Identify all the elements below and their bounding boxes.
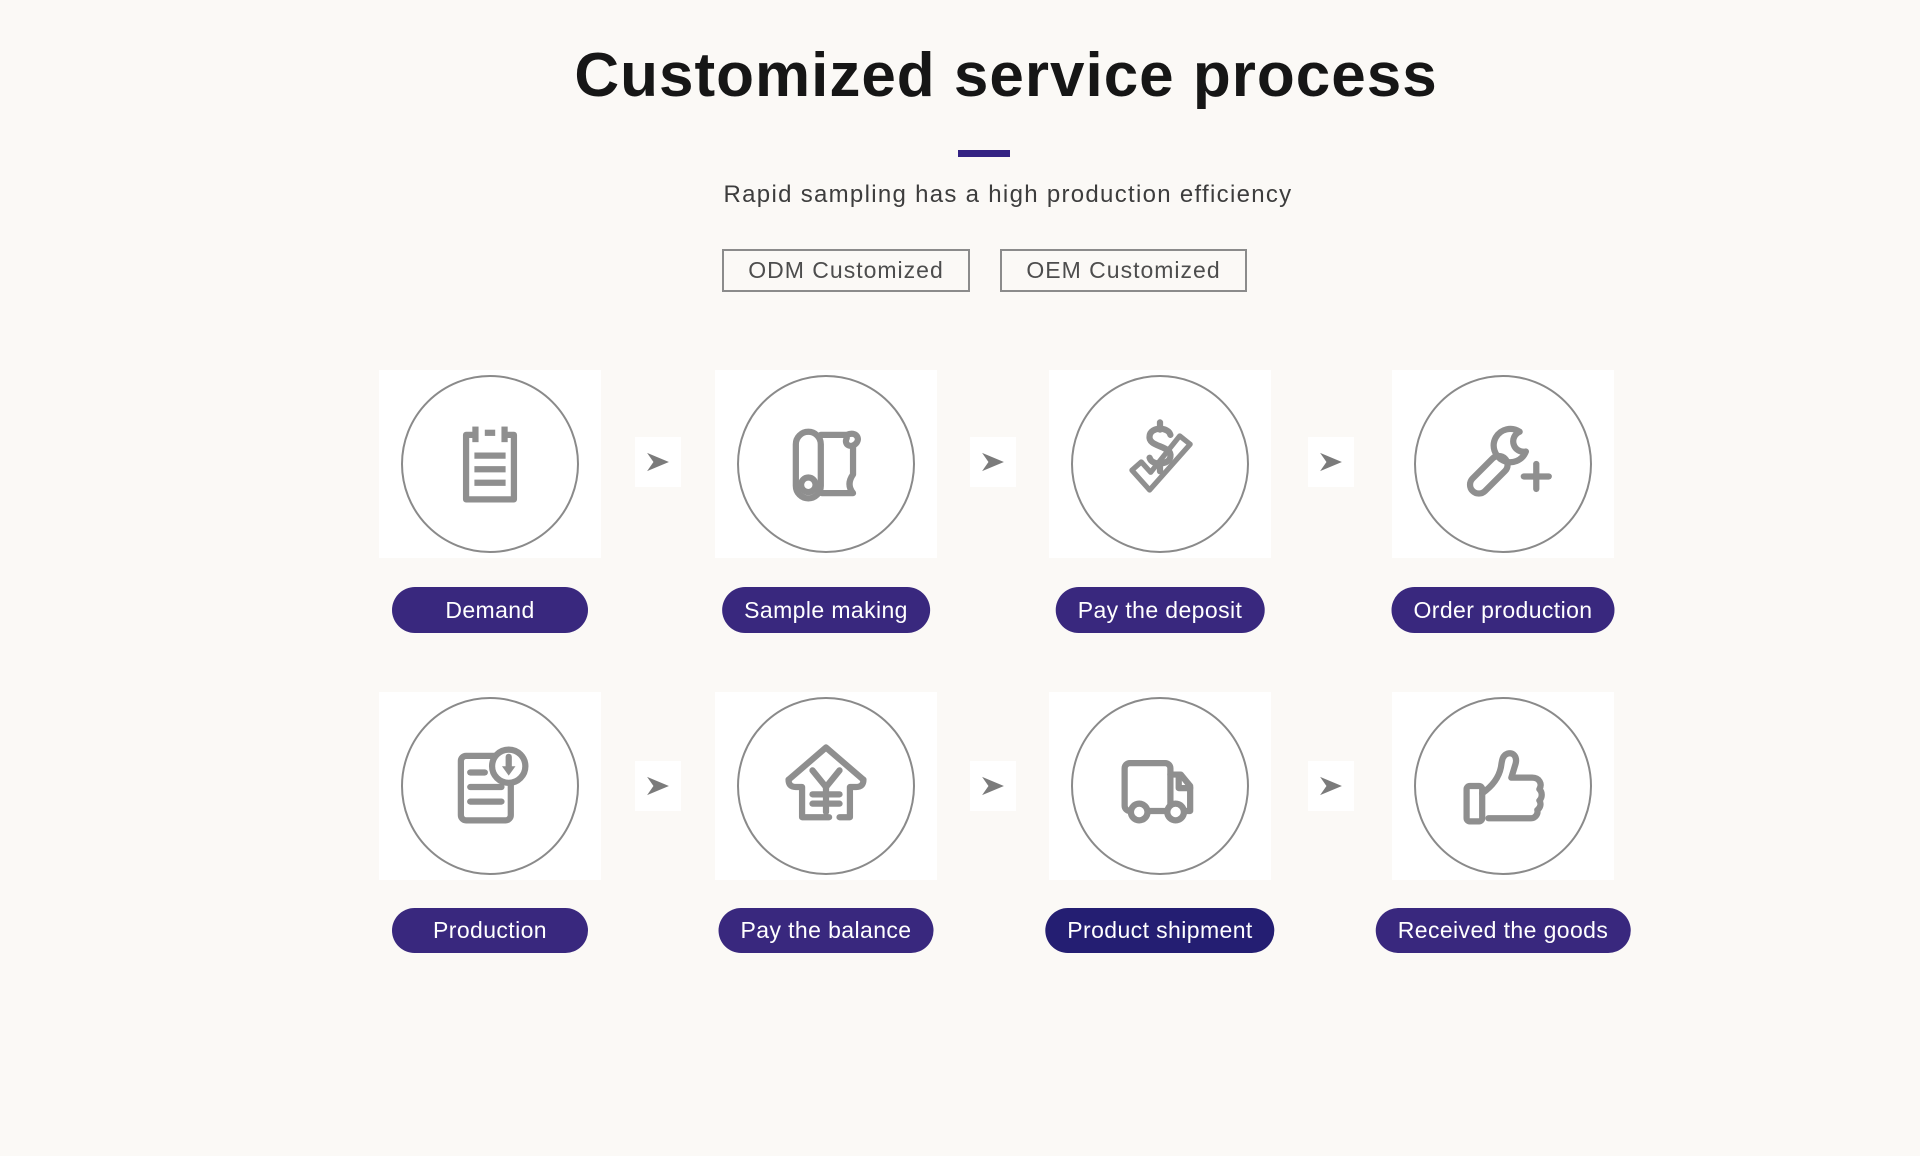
step-label-pill: Production	[392, 908, 588, 953]
step-circle	[1071, 697, 1249, 875]
step-card	[715, 692, 937, 880]
clipboard-icon	[462, 426, 518, 503]
step-label-pill: Demand	[392, 587, 588, 633]
title-divider	[958, 150, 1010, 157]
thumbs-up-icon	[1463, 750, 1545, 825]
arrow-tile	[1308, 761, 1354, 811]
step-circle	[737, 375, 915, 553]
step-circle	[737, 697, 915, 875]
oem-customized-button[interactable]: OEM Customized	[1000, 249, 1247, 292]
step-card	[1392, 692, 1614, 880]
chevron-right-arrow-icon	[1320, 452, 1342, 472]
truck-icon	[1121, 760, 1194, 824]
step-card	[379, 692, 601, 880]
blueprint-scroll-icon	[792, 428, 861, 502]
wrench-plus-icon	[1466, 425, 1552, 497]
step-label-pill: Product shipment	[1045, 908, 1275, 953]
step-circle	[401, 375, 579, 553]
step-label-pill: Pay the balance	[718, 908, 934, 953]
chevron-right-arrow-icon	[982, 452, 1004, 472]
arrow-tile	[970, 437, 1016, 487]
arrow-tile	[635, 761, 681, 811]
page-subtitle: Rapid sampling has a high production eff…	[723, 181, 1293, 208]
step-card	[379, 370, 601, 558]
step-label-pill: Sample making	[722, 587, 930, 633]
chevron-right-arrow-icon	[647, 776, 669, 796]
chevron-right-arrow-icon	[1320, 776, 1342, 796]
step-label-pill: Received the goods	[1375, 908, 1631, 953]
step-label-pill: Pay the deposit	[1055, 587, 1265, 633]
arrow-tile	[1308, 437, 1354, 487]
chevron-right-arrow-icon	[982, 776, 1004, 796]
step-card	[715, 370, 937, 558]
dollar-check-icon	[1129, 419, 1193, 493]
page-title: Customized service process	[574, 41, 1438, 110]
arrow-tile	[970, 761, 1016, 811]
step-card	[1392, 370, 1614, 558]
step-circle	[1414, 375, 1592, 553]
step-card	[1049, 692, 1271, 880]
step-label-pill: Order production	[1391, 587, 1615, 633]
house-yen-icon	[785, 744, 867, 821]
step-circle	[1414, 697, 1592, 875]
step-card	[1049, 370, 1271, 558]
odm-customized-button[interactable]: ODM Customized	[722, 249, 970, 292]
step-circle	[1071, 375, 1249, 553]
step-circle	[401, 697, 579, 875]
document-download-icon	[457, 746, 529, 824]
chevron-right-arrow-icon	[647, 452, 669, 472]
arrow-tile	[635, 437, 681, 487]
